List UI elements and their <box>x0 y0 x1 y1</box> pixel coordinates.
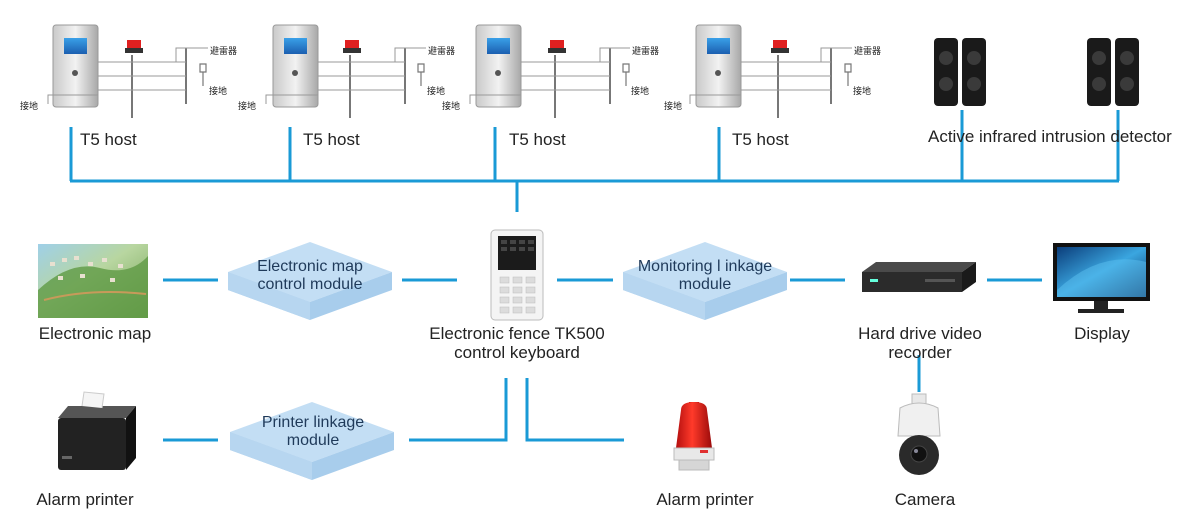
host3-ground-right-label: 接地 <box>631 87 650 97</box>
alarm-printer-right-label: Alarm printer <box>656 490 754 509</box>
t5-host-label-4: T5 host <box>732 130 789 149</box>
host4-sensor-label: 避雷器 <box>854 47 882 57</box>
t5-host-label-2: T5 host <box>303 130 360 149</box>
t5-host-unit-4 <box>689 24 852 118</box>
map-module-shape <box>228 242 392 320</box>
printer-module-shape <box>230 402 394 480</box>
electronic-map-label: Electronic map <box>38 324 152 343</box>
monitoring-module-label: Monitoring l inkage module <box>637 258 773 293</box>
host1-sensor-label: 避雷器 <box>210 47 238 57</box>
alarm-printer-left-image <box>58 391 136 470</box>
connection-lines <box>69 110 1120 442</box>
electronic-map-image <box>38 244 148 318</box>
host4-ground-left-label: 接地 <box>664 102 683 112</box>
host2-ground-left-label: 接地 <box>238 102 257 112</box>
infrared-detector-1 <box>934 38 986 106</box>
infrared-detector-2 <box>1087 38 1139 106</box>
t5-host-unit-3 <box>469 24 630 118</box>
keyboard-label: Electronic fence TK500 control keyboard <box>429 324 605 362</box>
host2-sensor-label: 避雷器 <box>428 47 456 57</box>
detector-label: Active infrared intrusion detector <box>928 127 1172 146</box>
control-keyboard-image <box>490 229 544 321</box>
t5-host-label-3: T5 host <box>509 130 566 149</box>
display-image <box>1053 243 1150 313</box>
host4-ground-right-label: 接地 <box>853 87 872 97</box>
camera-label: Camera <box>894 490 956 509</box>
map-module-label: Electronic map control module <box>257 258 363 293</box>
monitoring-module-shape <box>623 242 787 320</box>
t5-host-unit-1 <box>47 24 208 118</box>
alarm-printer-left-label: Alarm printer <box>36 490 134 509</box>
t5-host-unit-2 <box>265 24 426 118</box>
display-label: Display <box>1074 324 1130 343</box>
host3-sensor-label: 避雷器 <box>632 47 660 57</box>
host1-ground-right-label: 接地 <box>209 87 228 97</box>
hdvr-image <box>862 262 976 292</box>
alarm-siren-image <box>673 402 715 471</box>
camera-image <box>897 393 941 475</box>
t5-host-label-1: T5 host <box>80 130 137 149</box>
printer-module-label: Printer linkage module <box>261 414 365 449</box>
hdvr-label: Hard drive video recorder <box>858 324 982 362</box>
host3-ground-left-label: 接地 <box>442 102 461 112</box>
host2-ground-right-label: 接地 <box>427 87 446 97</box>
host1-ground-left-label: 接地 <box>20 102 39 112</box>
